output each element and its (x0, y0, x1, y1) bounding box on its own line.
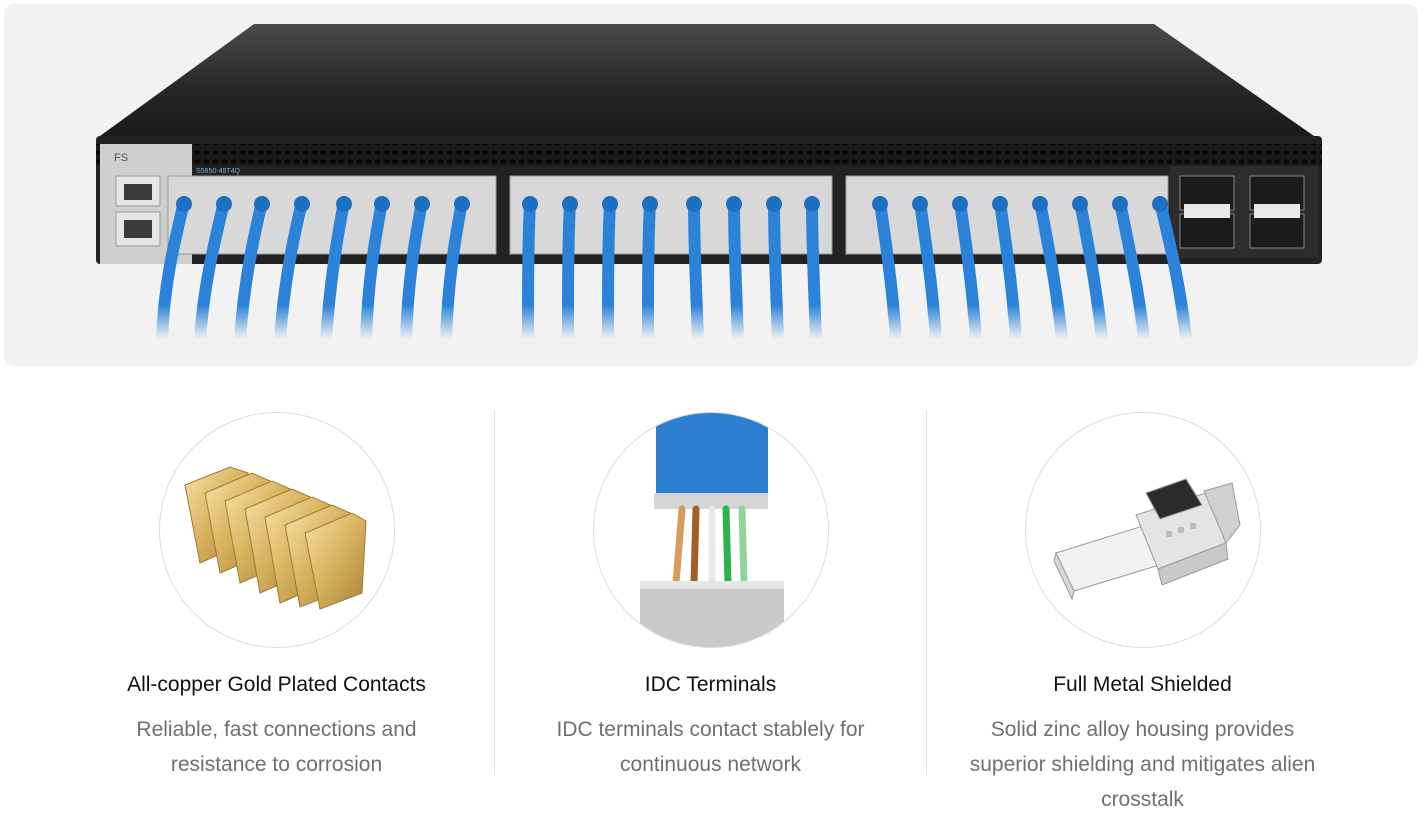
ethernet-cables (156, 196, 1192, 345)
switch-top-cover (100, 24, 1314, 136)
feature-divider (926, 410, 927, 775)
feature-idc-terminals: IDC Terminals IDC terminals contact stab… (494, 410, 927, 820)
feature-title: Full Metal Shielded (1053, 673, 1232, 696)
feature-description: IDC terminals contact stablely for conti… (556, 718, 865, 776)
vent-strip (96, 144, 1322, 166)
network-switch-illustration: FS S5850-48T4Q (96, 24, 1322, 345)
brand-logo-text: FS (114, 152, 128, 164)
gold-contacts-icon (158, 412, 395, 648)
model-label: S5850-48T4Q (196, 168, 241, 175)
idc-terminal-icon (592, 412, 829, 648)
feature-full-metal-shielded: Full Metal Shielded Solid zinc alloy hou… (926, 410, 1359, 820)
feature-description: Solid zinc alloy housing provides superi… (969, 718, 1316, 811)
feature-divider (494, 410, 495, 775)
feature-title: All-copper Gold Plated Contacts (127, 673, 426, 696)
feature-gold-contacts: All-copper Gold Plated Contacts Reliable… (60, 410, 493, 820)
feature-row: All-copper Gold Plated Contacts Reliable… (60, 410, 1360, 820)
feature-title: IDC Terminals (644, 673, 777, 696)
shielded-connector-icon (1024, 412, 1261, 648)
feature-description: Reliable, fast connections and resistanc… (136, 718, 417, 776)
hero-image: FS S5850-48T4Q (4, 4, 1418, 366)
